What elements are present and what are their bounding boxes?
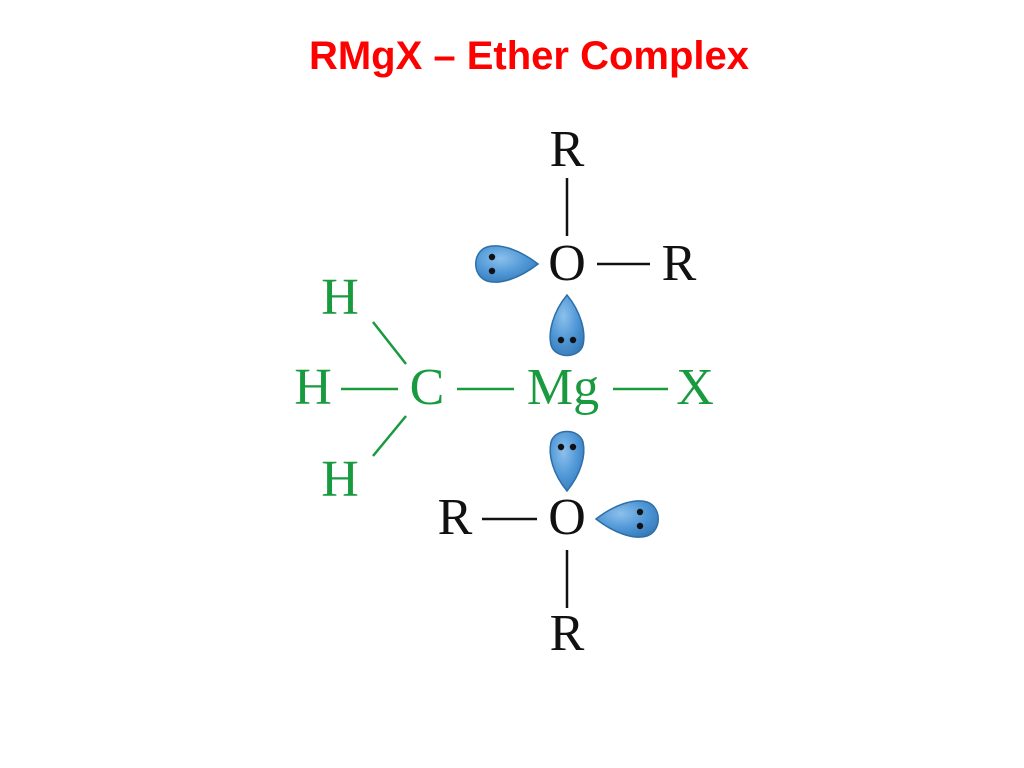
carbon: C <box>410 359 445 416</box>
slide-title: RMgX – Ether Complex <box>308 34 750 78</box>
top-oxygen: O <box>548 235 586 292</box>
lone-pair-icon <box>594 500 659 538</box>
bottom-ether: R O R <box>438 489 586 662</box>
lone-pair-icon <box>549 293 585 357</box>
top-r-right: R <box>662 235 697 292</box>
bottom-r-left: R <box>438 489 473 546</box>
top-ether: R O R <box>548 121 696 292</box>
lone-pair-icon <box>475 245 540 283</box>
bond-h-bottom-carbon <box>372 415 407 457</box>
magnesium: Mg <box>527 359 599 416</box>
lone-pair-icon <box>549 430 585 493</box>
bond-h-top-carbon <box>372 321 407 365</box>
methyl-h-left: H <box>294 359 332 416</box>
bottom-r-below: R <box>550 605 585 662</box>
bottom-oxygen: O <box>548 489 586 546</box>
halogen: X <box>676 359 714 416</box>
methyl-h-bottom: H <box>321 451 359 508</box>
top-r-above: R <box>550 121 585 178</box>
methyl-h-top: H <box>321 269 359 326</box>
methyl-magnesium-halide: H H C Mg X H <box>294 269 714 508</box>
